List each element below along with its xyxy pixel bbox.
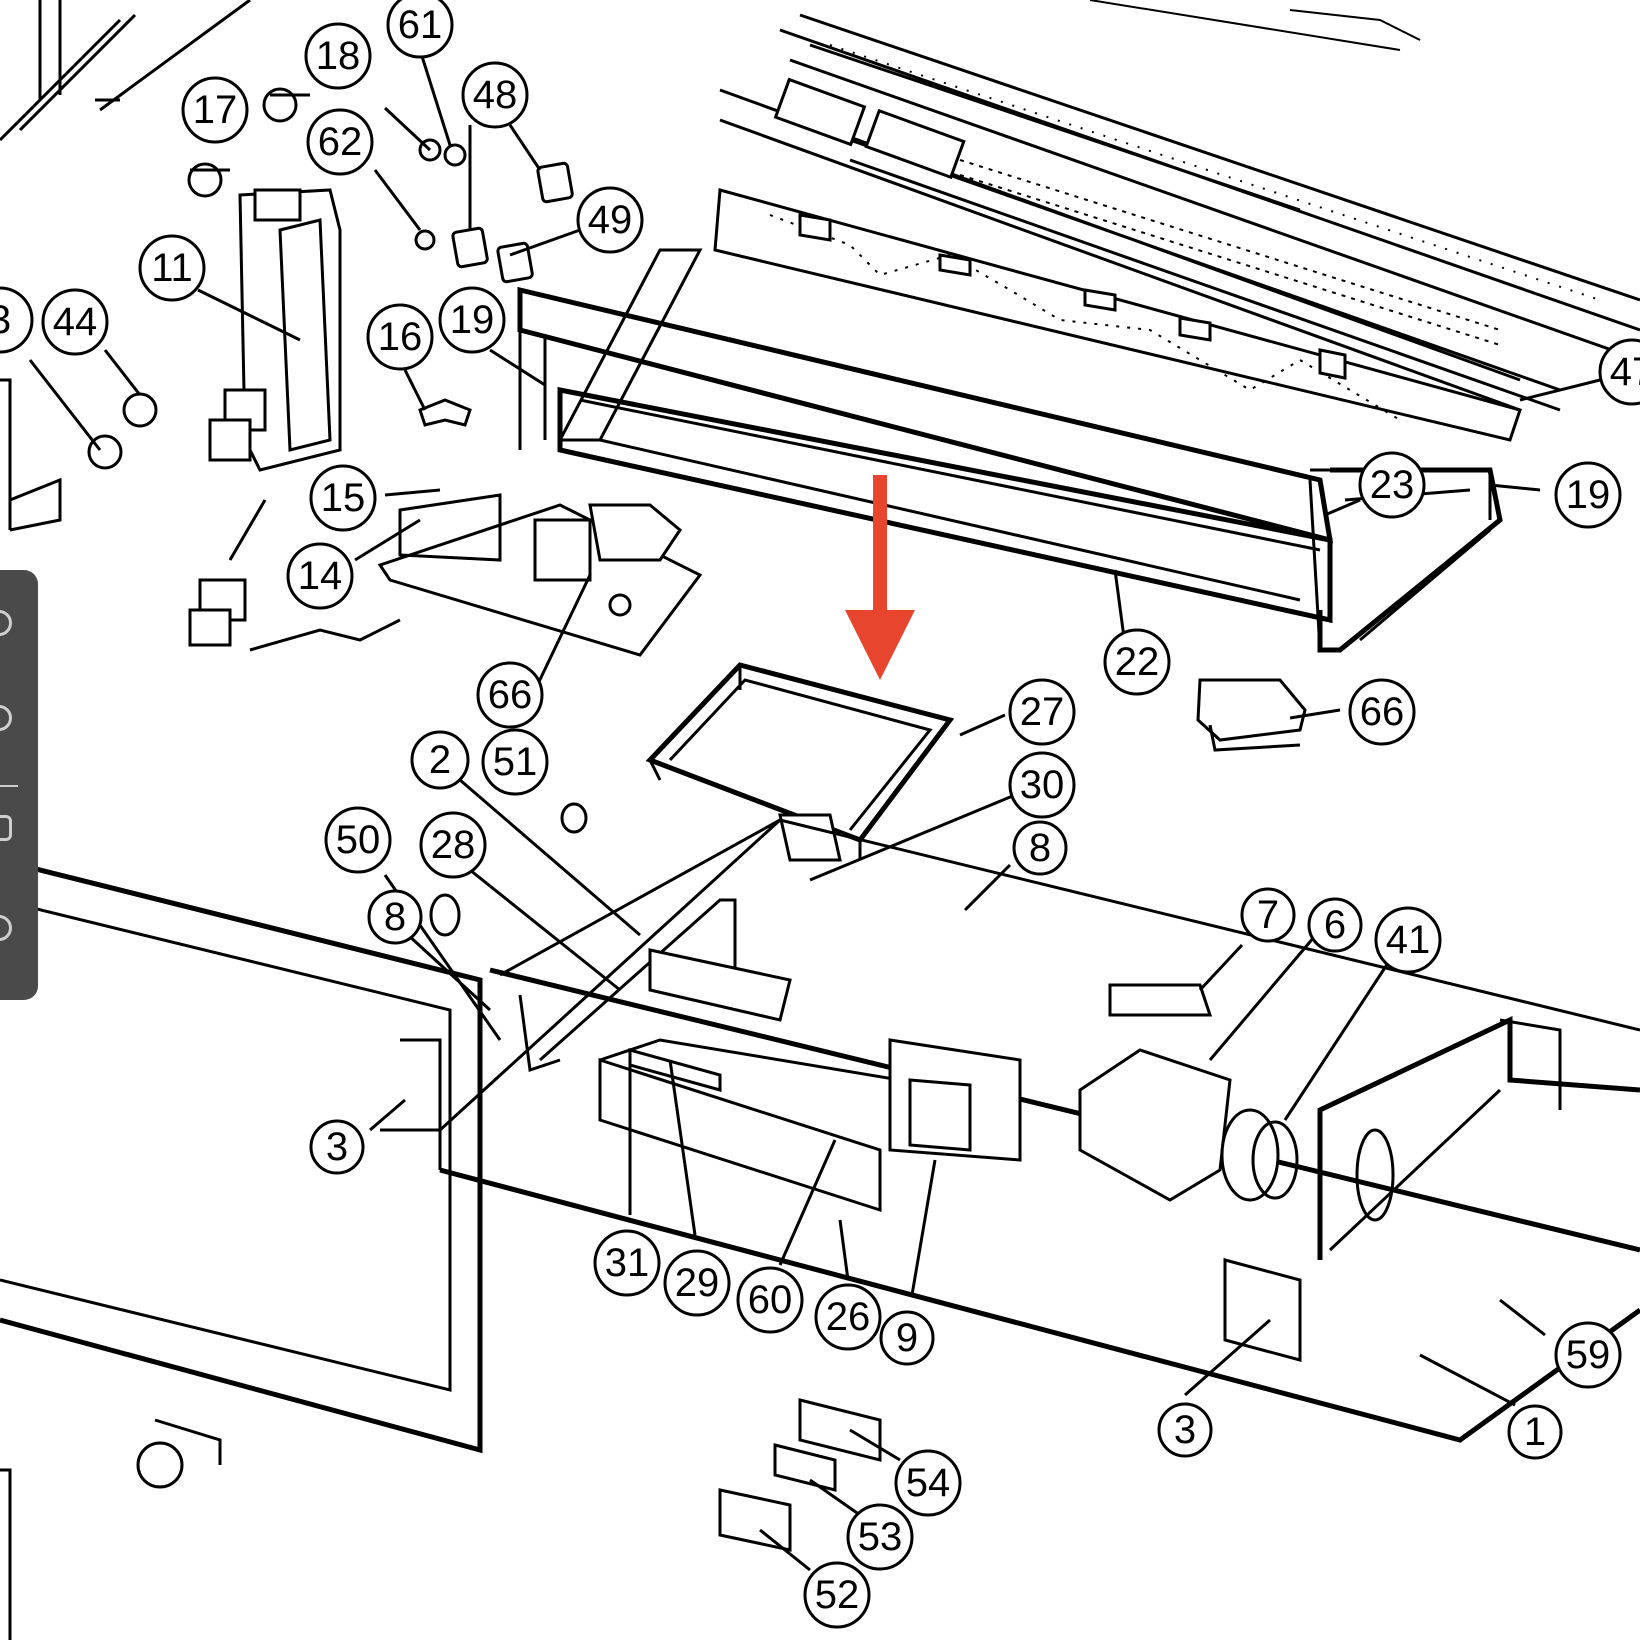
callout-9[interactable]: 9 <box>879 1310 935 1366</box>
callout-51[interactable]: 51 <box>481 728 549 796</box>
callout-31-label: 31 <box>605 1241 650 1285</box>
callout-9-label: 9 <box>896 1316 918 1360</box>
callout-3-a-label: 3 <box>0 298 11 342</box>
callout-29-label: 29 <box>675 1261 720 1305</box>
callout-66-a-label: 66 <box>488 673 533 717</box>
callout-15[interactable]: 15 <box>309 464 377 532</box>
callout-29[interactable]: 29 <box>663 1249 731 1317</box>
callout-60[interactable]: 60 <box>736 1266 804 1334</box>
callout-18-label: 18 <box>316 34 361 78</box>
callout-3-c[interactable]: 3 <box>1157 1402 1213 1458</box>
callout-26-label: 26 <box>826 1295 871 1339</box>
callout-31[interactable]: 31 <box>593 1229 661 1297</box>
callout-11[interactable]: 11 <box>138 234 206 302</box>
callout-48-label: 48 <box>473 73 518 117</box>
callout-8-b[interactable]: 8 <box>367 889 423 945</box>
callout-17[interactable]: 17 <box>181 76 249 144</box>
callout-54[interactable]: 54 <box>894 1449 962 1517</box>
callout-14-label: 14 <box>298 554 343 598</box>
callout-19-a[interactable]: 19 <box>438 286 506 354</box>
callout-7[interactable]: 7 <box>1240 887 1296 943</box>
callout-50[interactable]: 50 <box>324 806 392 874</box>
callout-18[interactable]: 18 <box>304 22 372 90</box>
callout-8-b-label: 8 <box>384 895 406 939</box>
leader-lines <box>28 49 1601 1572</box>
callout-22[interactable]: 22 <box>1103 628 1171 696</box>
callout-27[interactable]: 27 <box>1008 678 1076 746</box>
callout-14[interactable]: 14 <box>286 542 354 610</box>
callout-41-label: 41 <box>1386 918 1431 962</box>
red-indicator-arrow <box>845 475 915 680</box>
callout-59-label: 59 <box>1566 1333 1611 1377</box>
zoom-out-icon[interactable] <box>0 705 12 731</box>
callout-7-label: 7 <box>1257 893 1279 937</box>
callout-3-c-label: 3 <box>1174 1408 1196 1452</box>
fit-icon[interactable] <box>0 815 12 841</box>
callout-62-label: 62 <box>318 120 363 164</box>
callout-61-label: 61 <box>398 3 443 47</box>
viewer-side-toolbar <box>0 570 38 1000</box>
callout-3-b-label: 3 <box>326 1125 348 1169</box>
callout-22-label: 22 <box>1115 640 1160 684</box>
callout-27-label: 27 <box>1020 690 1065 734</box>
callout-48[interactable]: 48 <box>461 61 529 129</box>
callout-62[interactable]: 62 <box>306 108 374 176</box>
callout-2[interactable]: 2 <box>410 730 470 790</box>
toolbar-divider <box>0 785 18 787</box>
callout-66-b-label: 66 <box>1360 690 1405 734</box>
callout-30[interactable]: 30 <box>1008 751 1076 819</box>
callout-60-label: 60 <box>748 1278 793 1322</box>
callout-17-label: 17 <box>193 88 238 132</box>
callout-49-label: 49 <box>588 198 633 242</box>
callout-28[interactable]: 28 <box>419 811 487 879</box>
callout-66-a[interactable]: 66 <box>476 661 544 729</box>
callout-44-label: 44 <box>53 300 98 344</box>
callout-28-label: 28 <box>431 823 476 867</box>
callout-47[interactable]: 47 <box>1598 338 1640 406</box>
callout-41[interactable]: 41 <box>1374 906 1442 974</box>
callout-1-label: 1 <box>1524 1410 1546 1454</box>
callout-8-a-label: 8 <box>1029 826 1051 870</box>
callout-50-label: 50 <box>336 818 381 862</box>
callout-66-b[interactable]: 66 <box>1348 678 1416 746</box>
callout-11-label: 11 <box>151 246 193 290</box>
callout-44[interactable]: 44 <box>41 288 109 356</box>
callout-23[interactable]: 23 <box>1358 451 1426 519</box>
fullscreen-icon[interactable] <box>0 915 12 941</box>
callout-59[interactable]: 59 <box>1554 1321 1622 1389</box>
callout-16[interactable]: 16 <box>366 303 434 371</box>
callout-49[interactable]: 49 <box>576 186 644 254</box>
callout-8-a[interactable]: 8 <box>1012 820 1068 876</box>
callout-6-label: 6 <box>1324 903 1346 947</box>
callout-16-label: 16 <box>378 315 423 359</box>
callout-1[interactable]: 1 <box>1507 1404 1563 1460</box>
callout-3-a[interactable]: 3 <box>0 286 34 354</box>
callout-6[interactable]: 6 <box>1307 897 1363 953</box>
callout-15-label: 15 <box>321 476 366 520</box>
callout-51-label: 51 <box>493 740 538 784</box>
callout-53-label: 53 <box>858 1515 903 1559</box>
callout-61[interactable]: 61 <box>386 0 454 59</box>
callout-19-b[interactable]: 19 <box>1554 461 1622 529</box>
callout-19-a-label: 19 <box>450 298 495 342</box>
callout-3-b[interactable]: 3 <box>309 1119 365 1175</box>
callout-53[interactable]: 53 <box>846 1503 914 1571</box>
zoom-in-icon[interactable] <box>0 610 12 636</box>
callout-26[interactable]: 26 <box>814 1283 882 1351</box>
callout-30-label: 30 <box>1020 763 1065 807</box>
callout-54-label: 54 <box>906 1461 951 1505</box>
callout-52[interactable]: 52 <box>803 1561 871 1629</box>
callout-23-label: 23 <box>1370 463 1415 507</box>
callout-19-b-label: 19 <box>1566 473 1611 517</box>
callout-47-label: 47 <box>1610 350 1640 394</box>
callout-2-label: 2 <box>429 738 451 782</box>
callout-52-label: 52 <box>815 1573 860 1617</box>
